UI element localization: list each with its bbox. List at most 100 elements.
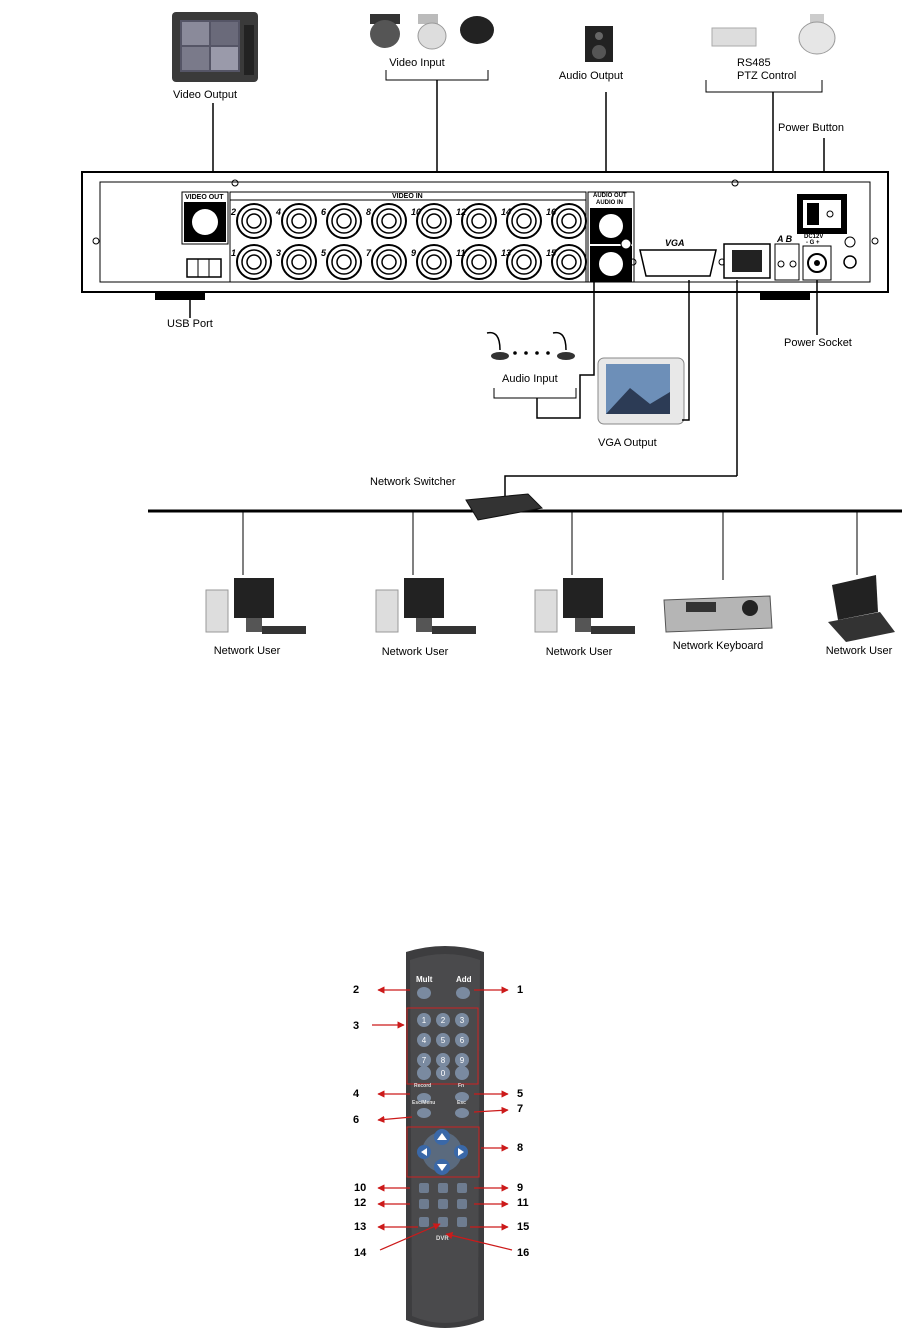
- connection-diagram-svg: [81, 12, 902, 642]
- callout-number: 4: [353, 1088, 360, 1100]
- bnc-connector: [381, 254, 397, 270]
- panel-vga-text: VGA: [665, 238, 685, 248]
- bnc-channel-number: 10: [411, 207, 422, 217]
- panel-ab-text: A B: [777, 234, 793, 244]
- pc-icon: [375, 578, 476, 634]
- pc-icon: [205, 578, 306, 634]
- bnc-connector: [461, 203, 497, 239]
- mult-button-label: Mult: [416, 975, 433, 984]
- bnc-connector: [331, 249, 357, 275]
- keypad-button[interactable]: [436, 1066, 450, 1080]
- keypad-button[interactable]: [417, 1066, 431, 1080]
- callout-number: 7: [517, 1103, 524, 1115]
- function-button[interactable]: [419, 1183, 429, 1193]
- vga-output-label: VGA Output: [598, 437, 657, 449]
- bnc-channel-number: 7: [366, 248, 372, 258]
- keypad-button[interactable]: [455, 1013, 469, 1027]
- microphone-icon: [552, 331, 575, 360]
- audio-input-label: Audio Input: [502, 373, 558, 385]
- keypad-digit: 5: [441, 1036, 446, 1045]
- panel-audio-out-text: AUDIO OUT: [593, 193, 627, 199]
- dome-camera-icon: [460, 16, 494, 44]
- bnc-channel-number: 15: [546, 248, 557, 258]
- network-user-label: Network User: [213, 645, 281, 657]
- function-button[interactable]: [457, 1183, 467, 1193]
- bnc-connector: [376, 208, 402, 234]
- bnc-connector: [376, 249, 402, 275]
- keypad-button[interactable]: [417, 1033, 431, 1047]
- dvr-button-label: DVR: [436, 1236, 449, 1242]
- keyboard-controller-icon: [663, 595, 773, 633]
- bnc-connector: [416, 244, 452, 280]
- function-button[interactable]: [419, 1217, 429, 1227]
- bnc-connector: [246, 254, 262, 270]
- dvr-rear-panel: [81, 171, 889, 300]
- bnc-channel-number: 1: [231, 248, 237, 258]
- bnc-connector: [241, 208, 267, 234]
- function-button[interactable]: [419, 1199, 429, 1209]
- keypad-digit: 8: [441, 1056, 446, 1065]
- bnc-connector: [551, 203, 587, 239]
- network-switcher-label: Network Switcher: [370, 476, 456, 488]
- keypad-button[interactable]: [436, 1013, 450, 1027]
- bnc-connector: [511, 208, 537, 234]
- bnc-connector: [506, 244, 542, 280]
- keypad-digit: 9: [460, 1056, 465, 1065]
- panel-video-in-text: VIDEO IN: [392, 193, 423, 200]
- callout-number: 16: [517, 1247, 530, 1259]
- function-button[interactable]: [457, 1199, 467, 1209]
- bnc-channel-number: 2: [231, 207, 237, 217]
- bnc-channel-number: 11: [456, 248, 466, 258]
- network-user-label: Network User: [825, 645, 893, 657]
- speaker-icon: [585, 26, 613, 62]
- keypad-button[interactable]: [417, 1013, 431, 1027]
- panel-video-out-text: VIDEO OUT: [185, 194, 224, 201]
- bnc-connector: [556, 208, 582, 234]
- bnc-connector: [371, 203, 407, 239]
- pc-icon: [534, 578, 635, 634]
- keypad-digit: 7: [422, 1056, 427, 1065]
- bnc-connector: [371, 244, 407, 280]
- function-button[interactable]: [438, 1183, 448, 1193]
- bnc-channel-number: 5: [321, 248, 327, 258]
- crt-monitor-icon: [172, 12, 258, 82]
- keypad-button[interactable]: [455, 1053, 469, 1067]
- function-button[interactable]: [438, 1217, 448, 1227]
- bnc-connector: [281, 244, 317, 280]
- bnc-channel-number: 9: [411, 248, 417, 258]
- bnc-connector: [291, 254, 307, 270]
- panel-dc12v-text: DC12V: [804, 234, 824, 240]
- esc-menu-button-label: Esc/Menu: [412, 1100, 436, 1106]
- keypad-digit: 3: [460, 1016, 465, 1025]
- bnc-channel-number: 3: [276, 248, 282, 258]
- bnc-connector: [336, 254, 352, 270]
- keypad-button[interactable]: [455, 1066, 469, 1080]
- function-button[interactable]: [438, 1199, 448, 1209]
- bnc-connector: [466, 249, 492, 275]
- keypad-button[interactable]: [436, 1053, 450, 1067]
- callout-number: 13: [354, 1221, 367, 1233]
- callout-number: 9: [517, 1182, 524, 1194]
- function-button[interactable]: [457, 1217, 467, 1227]
- ptz-dome-icon: [798, 14, 836, 55]
- bnc-connector: [336, 213, 352, 229]
- keypad-button[interactable]: [455, 1033, 469, 1047]
- callout-number: 1: [517, 984, 524, 996]
- rs485-box-icon: [711, 27, 757, 47]
- bnc-connector: [236, 203, 272, 239]
- bnc-connector: [241, 249, 267, 275]
- keypad-button[interactable]: [436, 1033, 450, 1047]
- keypad-digit: 2: [441, 1016, 446, 1025]
- bnc-connector: [286, 208, 312, 234]
- keypad-digit: 0: [441, 1069, 446, 1078]
- bnc-connectors: [236, 203, 587, 280]
- keypad-digit: 4: [422, 1036, 427, 1045]
- bnc-connector: [381, 213, 397, 229]
- bnc-connector: [426, 213, 442, 229]
- keypad-button[interactable]: [417, 1053, 431, 1067]
- bnc-channel-number: 6: [321, 207, 327, 217]
- callout-number: 2: [353, 984, 360, 996]
- ptz-control-label: PTZ Control: [737, 70, 797, 82]
- laptop-icon: [828, 575, 895, 642]
- bnc-connector: [471, 213, 487, 229]
